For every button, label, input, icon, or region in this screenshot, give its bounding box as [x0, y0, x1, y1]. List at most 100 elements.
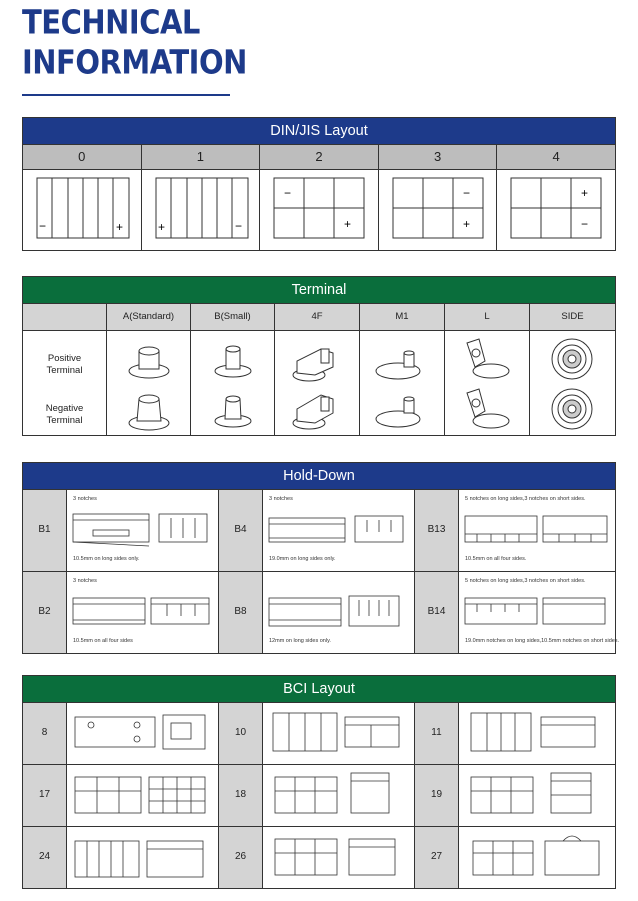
holddown-b14-drawing [464, 597, 606, 625]
holddown-note: 3 notches [73, 496, 97, 502]
bci-27-drawing [472, 835, 600, 876]
side-terminal-icon [551, 338, 593, 430]
bci-title: BCI Layout [23, 676, 615, 702]
holddown-code: B14 [415, 571, 459, 653]
terminal-title: Terminal [23, 277, 615, 303]
bci-19-drawing [470, 772, 592, 814]
terminal-body: Positive Terminal Negative Terminal [23, 331, 615, 435]
holddown-title: Hold-Down [23, 463, 615, 489]
din-layout-1: + − [142, 170, 261, 250]
battery-layout-0-diagram: − + [36, 177, 130, 239]
holddown-section: Hold-Down B1 3 notches 10.5mm on long si… [22, 462, 619, 654]
holddown-code: B1 [23, 489, 67, 571]
holddown-note: 3 notches [73, 578, 97, 584]
positive-terminal-label: Positive [47, 353, 82, 364]
holddown-code: B4 [219, 489, 263, 571]
holddown-diagram-b8: 12mm on long sides only. [263, 571, 415, 653]
bci-diagram-27 [459, 826, 615, 888]
holddown-note: 12mm on long sides only. [269, 638, 331, 644]
battery-layout-1-diagram: + − [155, 177, 249, 239]
minus-sign: − [235, 219, 242, 233]
bci-code: 27 [415, 826, 459, 888]
bci-diagram-19 [459, 764, 615, 826]
holddown-b4-drawing [268, 515, 404, 543]
plus-sign: + [463, 217, 470, 231]
4f-terminal-icon [292, 348, 334, 430]
minus-sign: − [39, 219, 46, 233]
bci-diagram-24 [67, 826, 219, 888]
holddown-diagram-b13: 5 notches on long sides,3 notches on sho… [459, 489, 615, 571]
holddown-note: 5 notches on long sides,3 notches on sho… [465, 496, 586, 502]
holddown-note: 10.5mm on long sides only. [73, 556, 140, 562]
din-layout-0: − + [23, 170, 142, 250]
din-col-1: 1 [142, 145, 261, 169]
holddown-code: B8 [219, 571, 263, 653]
plus-sign: + [344, 217, 351, 231]
terminal-col-side: SIDE [561, 311, 584, 322]
holddown-code: B2 [23, 571, 67, 653]
terminal-col-4f: 4F [275, 304, 360, 330]
din-layout-2: − + [260, 170, 379, 250]
terminal-row-labels: Positive Terminal Negative Terminal [23, 331, 107, 435]
terminal-4f-cell [275, 331, 360, 435]
m1-terminal-icon [375, 350, 421, 428]
bci-17-drawing [74, 776, 206, 814]
bci-8-drawing [74, 714, 206, 750]
bci-18-drawing [274, 772, 390, 814]
holddown-diagram-b2: 3 notches 10.5mm on all four sides [67, 571, 219, 653]
bci-diagram-10 [263, 702, 415, 764]
minus-sign: − [284, 186, 291, 200]
din-col-4: 4 [552, 149, 560, 164]
holddown-diagram-b14: 5 notches on long sides,3 notches on sho… [459, 571, 619, 653]
bci-26-drawing [274, 838, 396, 876]
title-underline [22, 94, 230, 96]
bci-diagram-8 [67, 702, 219, 764]
bci-24-drawing [74, 840, 204, 878]
holddown-diagram-b4: 3 notches 19.0mm on long sides only. [263, 489, 415, 571]
battery-layout-4-diagram: + − [510, 177, 602, 239]
plus-sign: + [116, 220, 123, 234]
holddown-note: 10.5mm on all four sides [73, 638, 133, 644]
title-line-2: INFORMATION [22, 43, 247, 82]
din-jis-diagram-row: − + + − − + [23, 170, 615, 250]
din-jis-title: DIN/JIS Layout [23, 118, 615, 144]
terminal-corner [23, 304, 107, 330]
holddown-note: 10.5mm on all four sides. [465, 556, 527, 562]
bci-code: 17 [23, 764, 67, 826]
bci-10-drawing [272, 712, 400, 752]
din-layout-4: + − [497, 170, 615, 250]
negative-terminal-label-2: Terminal [46, 415, 83, 426]
din-col-3: 3 [379, 145, 498, 169]
holddown-code: B13 [415, 489, 459, 571]
bci-code: 11 [415, 702, 459, 764]
terminal-col-l: L [445, 304, 530, 330]
standard-terminal-icon [128, 346, 170, 431]
l-terminal-icon [466, 338, 510, 429]
terminal-col-small: B(Small) [191, 304, 275, 330]
terminal-section: Terminal A(Standard) B(Small) 4F M1 L SI… [22, 276, 616, 436]
page-title: TECHNICAL INFORMATION [22, 2, 247, 83]
terminal-m1-cell [360, 331, 445, 435]
holddown-note: 5 notches on long sides,3 notches on sho… [465, 578, 586, 584]
din-jis-section: DIN/JIS Layout 0 1 2 3 4 − + + [22, 117, 616, 251]
bci-diagram-17 [67, 764, 219, 826]
negative-terminal-label: Negative [45, 403, 84, 414]
small-terminal-icon [214, 345, 252, 428]
bci-code: 19 [415, 764, 459, 826]
din-col-0: 0 [23, 145, 142, 169]
positive-terminal-label-2: Terminal [46, 365, 83, 376]
bci-11-drawing [470, 712, 596, 752]
terminal-col-m1: M1 [360, 304, 445, 330]
plus-sign: + [158, 220, 165, 234]
holddown-diagram-b1: 3 notches 10.5mm on long sides only. [67, 489, 219, 571]
terminal-side-cell [530, 331, 615, 435]
terminal-standard-cell [107, 331, 191, 435]
holddown-b2-drawing [72, 597, 210, 625]
bci-grid: 8 10 11 17 18 [23, 702, 615, 888]
din-jis-header-row: 0 1 2 3 4 [23, 144, 615, 170]
holddown-grid: B1 3 notches 10.5mm on long sides only. … [23, 489, 619, 653]
terminal-header-row: A(Standard) B(Small) 4F M1 L SIDE [23, 303, 615, 331]
terminal-col-standard: A(Standard) [107, 304, 191, 330]
bci-code: 26 [219, 826, 263, 888]
holddown-b8-drawing [268, 595, 400, 627]
